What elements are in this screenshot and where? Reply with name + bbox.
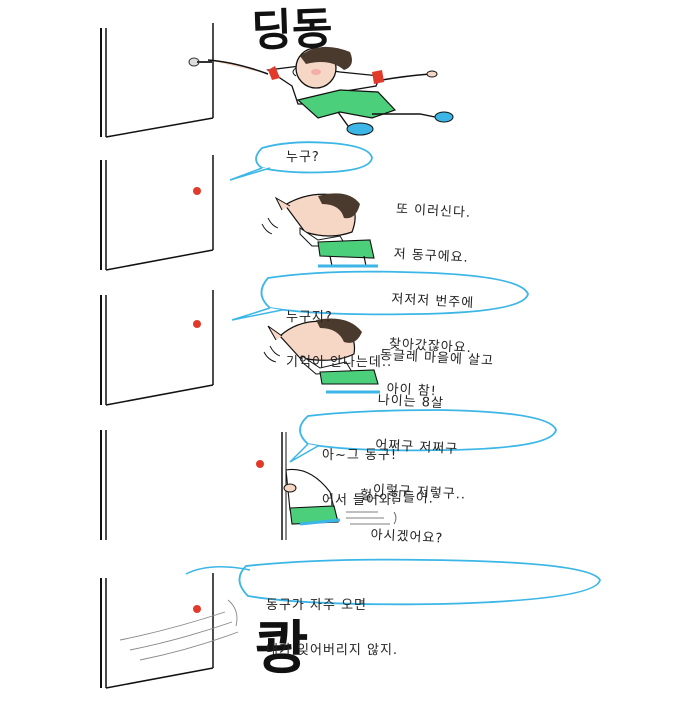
speech-line: 내가 잊어버리지 않지. xyxy=(266,643,399,658)
speech-bubble-2 xyxy=(229,141,373,181)
panel-5: 쾅 xyxy=(100,558,601,689)
speech-text-panel-2: 누구? xyxy=(286,150,320,165)
doorbell-icon xyxy=(256,460,264,468)
sfx-bang: 쾅 xyxy=(255,614,308,682)
speech-line: 기억이 안나는데.. xyxy=(286,355,393,370)
boy-looking-up xyxy=(261,193,378,268)
panel-1: 딩동 xyxy=(100,3,454,138)
sfx-dingdong: 딩동 xyxy=(251,3,334,57)
speech-text-panel-4: 아~그 동구! 어서 들어와. xyxy=(322,418,397,523)
speech-bubble-3 xyxy=(231,270,529,321)
doorknob xyxy=(188,57,212,67)
boy-explaining xyxy=(263,318,380,394)
narration-line: 또 이러신다. xyxy=(395,201,472,221)
narration-line: 동글레 마을에 살고 xyxy=(379,347,495,369)
boy-ringing-doorbell xyxy=(207,46,454,136)
narration-line: 저 동구에요. xyxy=(393,246,470,266)
boy-entering xyxy=(283,468,397,526)
narration-line: 나이는 8살 xyxy=(377,392,445,412)
narration-line: 아시겠어요? xyxy=(370,527,444,547)
speech-line: 동구가 자주 오면 xyxy=(266,598,367,613)
door-panel-2 xyxy=(100,155,214,271)
narration-panel-4: 헐~ 힘들어. xyxy=(359,487,435,507)
doorbell-icon xyxy=(193,605,201,613)
doorbell-icon xyxy=(193,187,201,195)
doorbell-icon xyxy=(193,320,201,328)
door-panel-1 xyxy=(100,23,214,138)
speech-text-panel-5: 동구가 자주 오면 내가 잊어버리지 않지. xyxy=(266,568,398,673)
panel-3 xyxy=(100,270,529,406)
speech-text-panel-3: 누구지? 기억이 안나는데.. xyxy=(286,280,392,385)
panel-2 xyxy=(100,141,378,271)
door-slam-motion-lines xyxy=(119,599,239,661)
panel-4 xyxy=(100,409,557,540)
speech-bubble-4 xyxy=(289,409,557,463)
speech-line: 아~그 동구! xyxy=(322,448,398,463)
speech-line: 어서 들어와. xyxy=(322,493,398,508)
narration-line: 저저저 번주에 xyxy=(390,291,475,312)
door-panel-3 xyxy=(100,290,214,406)
speech-line: 누구지? xyxy=(286,310,333,325)
speech-bubble-5 xyxy=(185,558,601,606)
door-panel-4 xyxy=(100,430,287,540)
door-panel-5 xyxy=(100,573,214,689)
